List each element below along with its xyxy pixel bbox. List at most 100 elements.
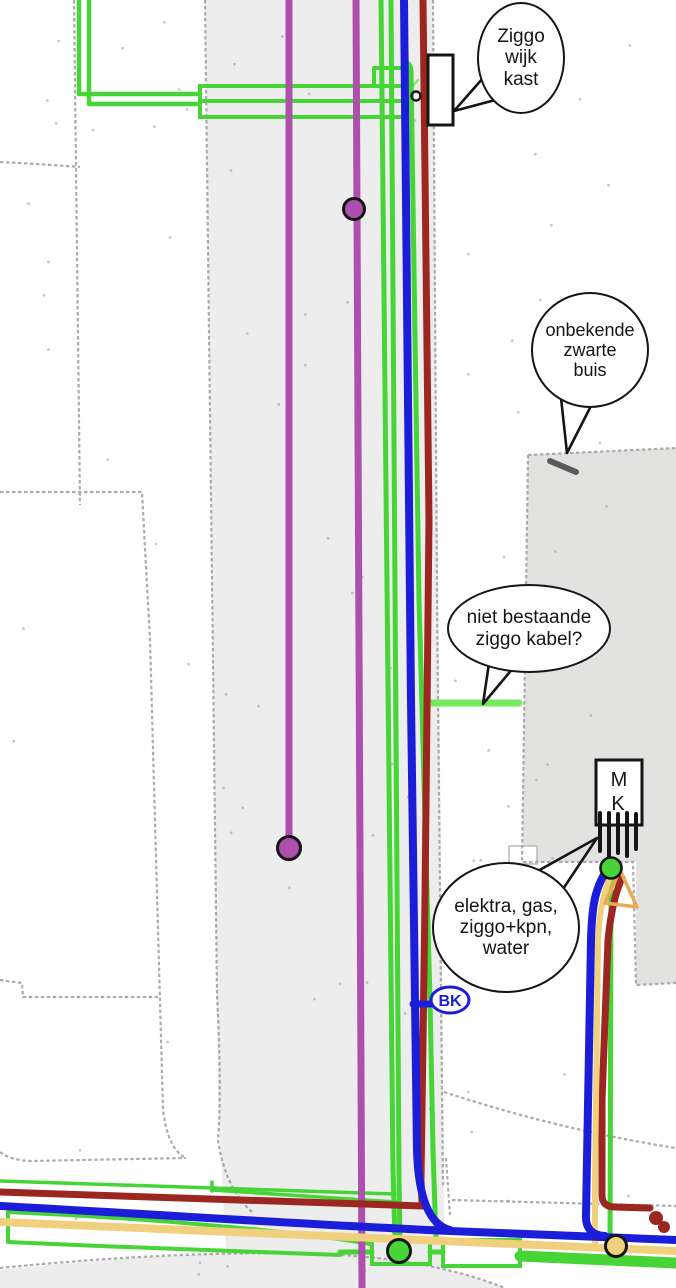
survey-dot [27, 202, 31, 206]
balloon-line: ziggo+kpn, [459, 916, 553, 938]
survey-dot [198, 1261, 202, 1265]
balloon-tails [452, 77, 599, 899]
bk-valve-symbol: BK [429, 985, 471, 1015]
survey-dot [598, 441, 602, 445]
survey-dot [605, 504, 608, 508]
survey-dot [74, 1217, 78, 1221]
survey-dot [390, 762, 394, 766]
survey-dot [257, 704, 260, 708]
survey-dot [185, 108, 189, 111]
survey-dot [121, 47, 124, 50]
survey-dot [551, 856, 554, 860]
survey-dot [466, 372, 470, 376]
green-duct-topleft [76, 0, 203, 107]
balloon-line: niet bestaande [466, 607, 592, 629]
survey-dot [326, 536, 330, 540]
survey-dot [413, 119, 417, 123]
boundary-building [520, 446, 676, 987]
survey-dot [47, 348, 50, 352]
survey-dot [57, 39, 61, 43]
tail-onbekende [559, 397, 596, 455]
darkred-horizontal [0, 1188, 427, 1210]
small-node-icon [410, 90, 422, 102]
blue-network [0, 0, 676, 1244]
survey-dot [12, 739, 16, 743]
boundary-parcel-top [0, 978, 158, 999]
boundary-left-lower [0, 490, 187, 1160]
ziggo-cabinet-icon [426, 53, 455, 127]
survey-dot [535, 778, 538, 782]
survey-dot [45, 99, 49, 102]
yellow-service [592, 875, 613, 1249]
survey-dot [222, 786, 226, 790]
blue-service [581, 866, 611, 1240]
boundary-left-vertical [72, 0, 82, 506]
survey-dot [589, 714, 593, 717]
survey-dot [91, 128, 95, 132]
survey-dot [304, 313, 307, 316]
survey-dot [163, 21, 166, 24]
survey-dot [472, 859, 476, 863]
survey-dot [154, 542, 158, 546]
unknown-pipe-icon [547, 458, 579, 475]
survey-dot [280, 35, 284, 38]
tail-niet [481, 660, 520, 706]
balloon-line: onbekende [545, 319, 635, 340]
survey-dot [346, 300, 349, 304]
boundary-parcel-bottom [0, 1151, 187, 1163]
survey-dot [516, 410, 520, 414]
survey-dot [288, 886, 291, 890]
survey-dot [510, 339, 514, 342]
survey-dot [22, 627, 25, 631]
balloon-line: wijk [505, 47, 537, 69]
survey-dot [466, 1090, 470, 1094]
green-line-1 [378, 0, 398, 1243]
survey-dot [42, 294, 46, 297]
balloon-onbekende-buis: onbekende zwarte buis [531, 292, 649, 408]
survey-dot [371, 834, 375, 837]
survey-dot [563, 1073, 566, 1076]
survey-dot [78, 1148, 82, 1152]
survey-dot [578, 97, 582, 101]
survey-dot [233, 62, 236, 66]
survey-dot [628, 44, 632, 47]
orange-marker-icon [603, 868, 639, 909]
survey-dot [365, 981, 369, 985]
survey-dot [229, 831, 233, 835]
survey-dot [338, 982, 342, 986]
survey-dot [470, 1130, 474, 1134]
survey-dot [607, 183, 610, 187]
balloon-line: zwarte [563, 339, 617, 360]
mk-cabinet-symbol: M K [594, 758, 644, 858]
survey-dot [177, 88, 181, 91]
survey-dot [224, 692, 228, 696]
survey-dot [507, 805, 510, 808]
survey-dot [307, 92, 311, 96]
survey-dot [549, 223, 553, 227]
bk-ellipse-icon [429, 985, 471, 1015]
tail-elektra [535, 836, 599, 899]
survey-dot [487, 749, 490, 752]
survey-dot [245, 332, 249, 335]
survey-dot [627, 1194, 630, 1198]
yellow-manhole-icon [604, 1234, 628, 1258]
green-bottom-a [0, 1179, 397, 1196]
green-manhole-icon [386, 1238, 412, 1264]
tail-ziggo [452, 77, 500, 113]
balloon-line: kast [503, 68, 539, 90]
mk-hatch-icon [598, 811, 638, 858]
blue-horizontal [0, 1202, 676, 1244]
survey-dot [166, 1040, 169, 1044]
darkred-cap-2 [658, 1221, 670, 1233]
mk-label-bottom: K [611, 793, 625, 815]
balloon-aansluitingen: elektra, gas, ziggo+kpn, water [432, 862, 580, 993]
boundary-bottom-arc [0, 1252, 506, 1288]
survey-dot [153, 125, 157, 129]
survey-dot [226, 1264, 230, 1268]
balloon-line: elektra, gas, [454, 895, 558, 917]
purple-node-upper [342, 197, 366, 221]
survey-dot [312, 997, 316, 1001]
